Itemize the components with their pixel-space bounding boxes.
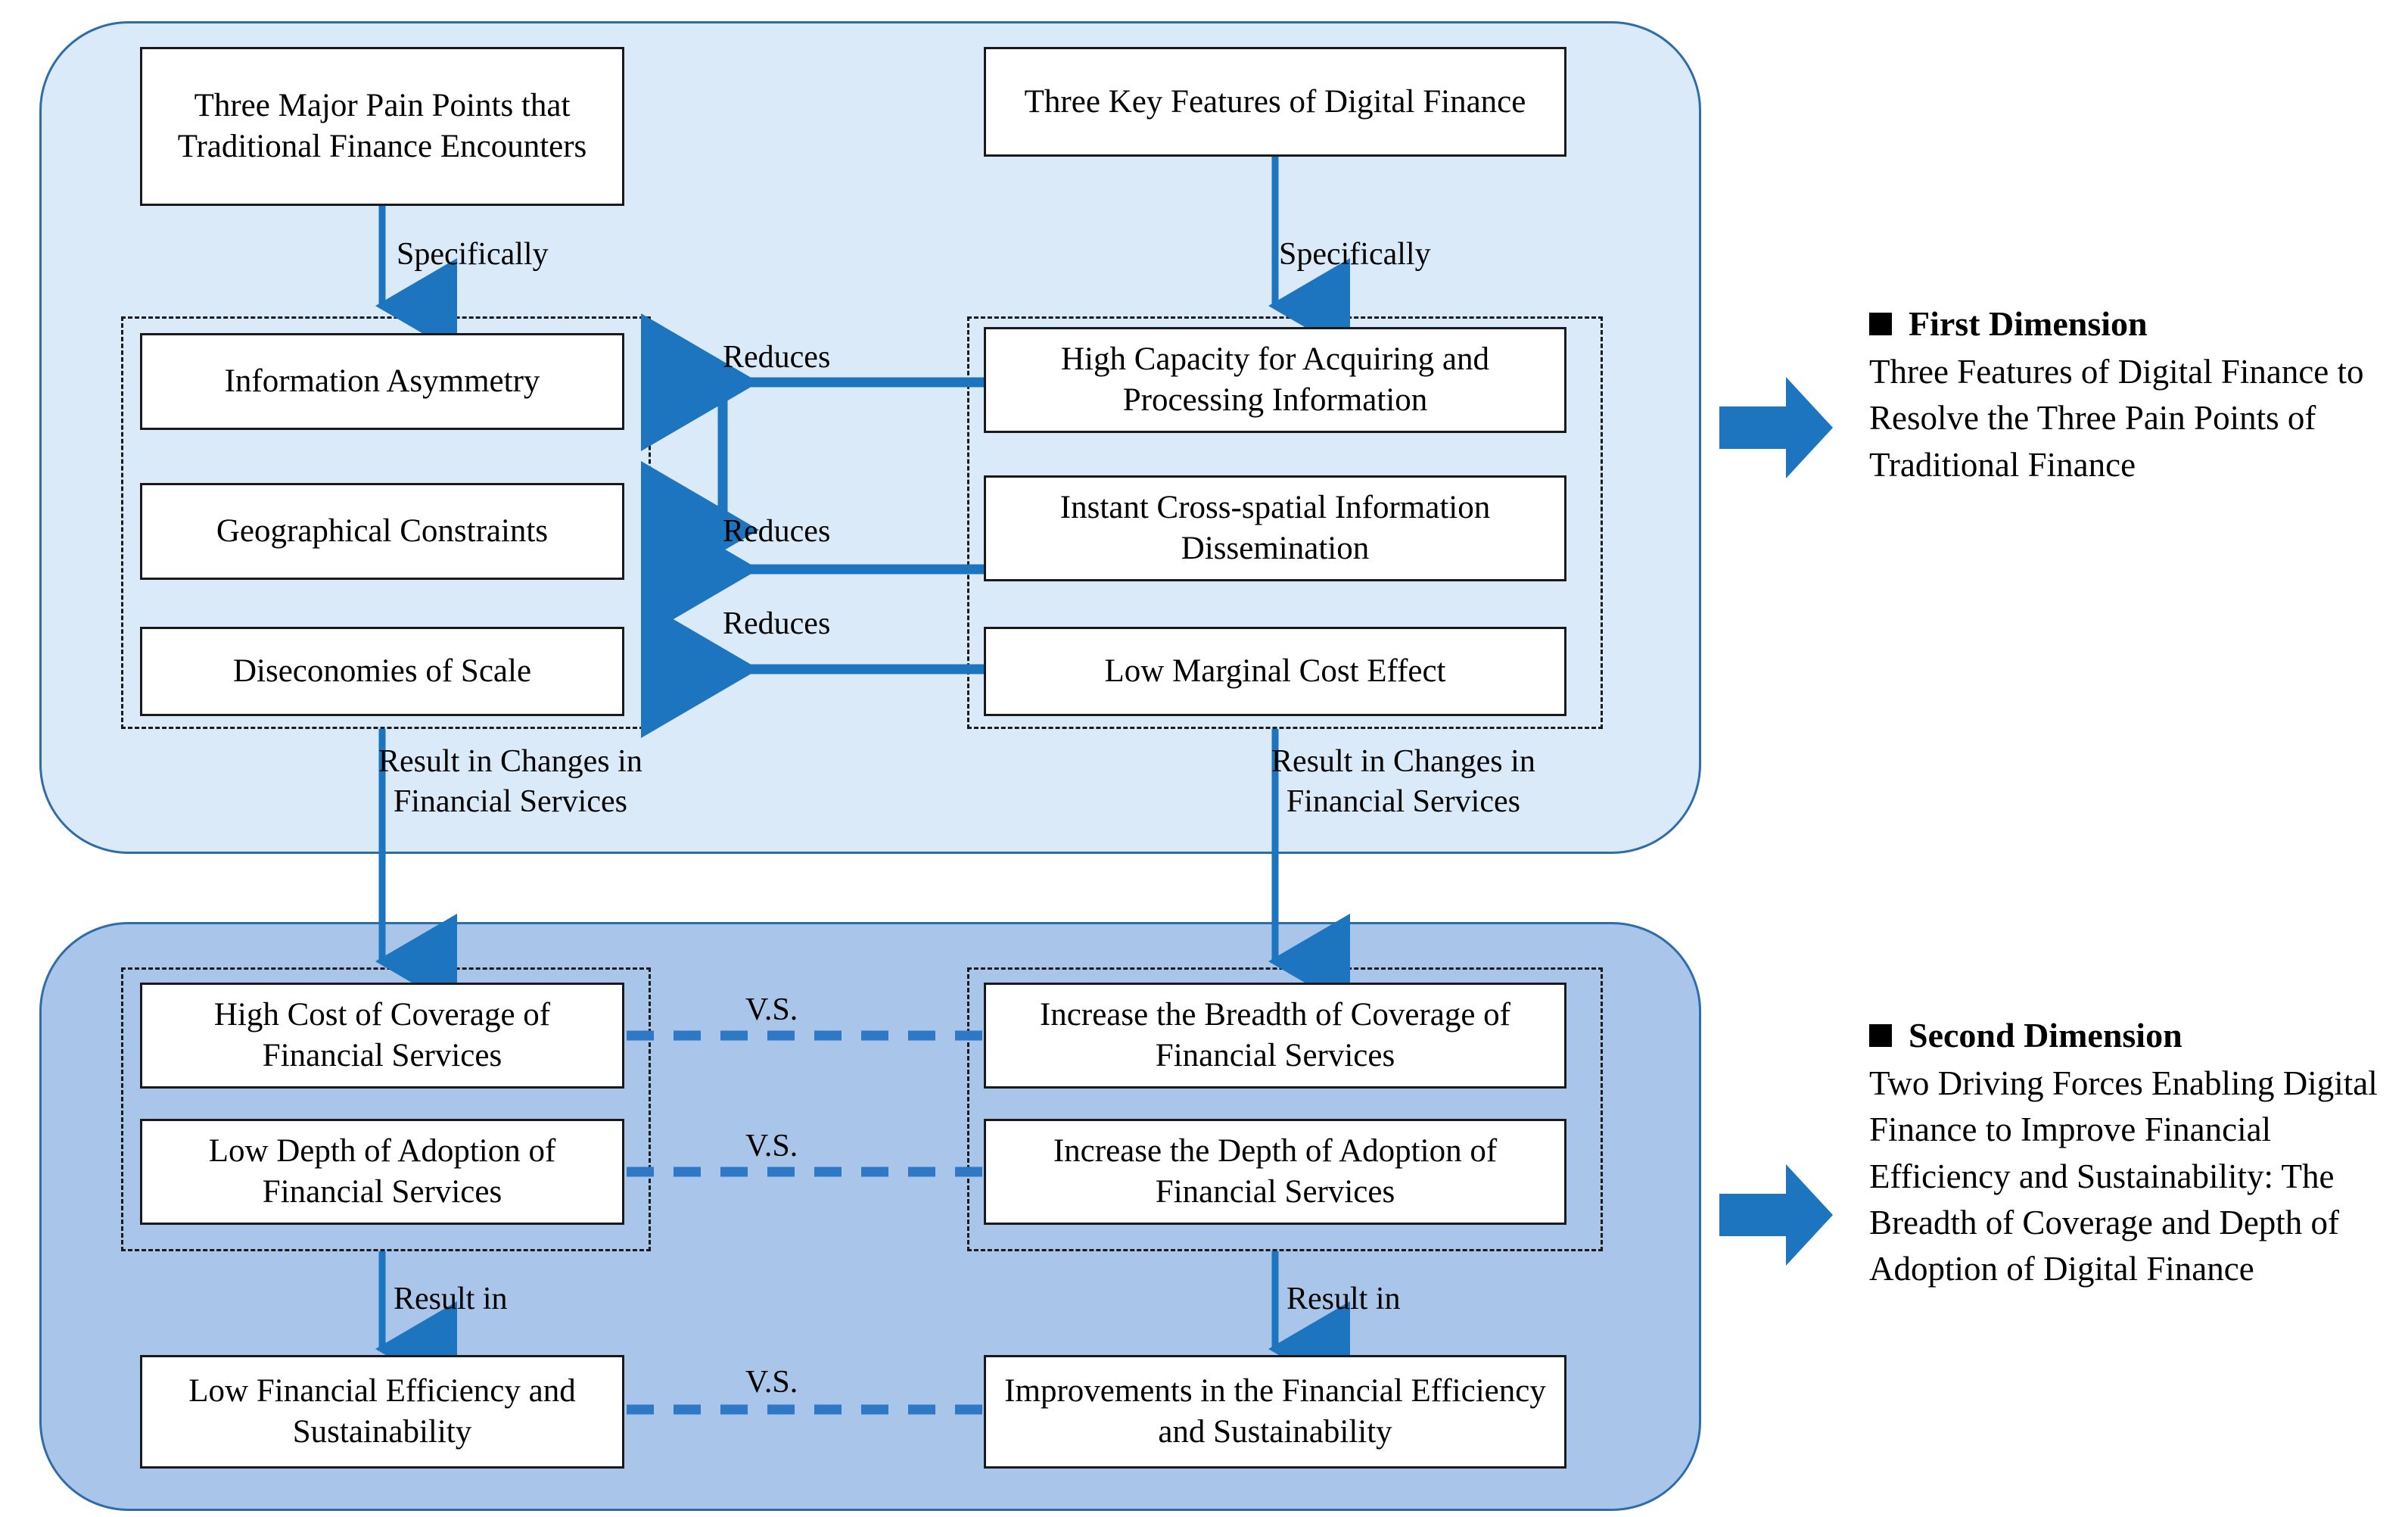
box-geographical-constraints[interactable]: Geographical Constraints	[140, 483, 624, 580]
block-arrow-first-dimension	[1719, 377, 1833, 478]
square-bullet-icon	[1869, 1023, 1892, 1047]
box-high-capacity-information[interactable]: High Capacity for Acquiring and Processi…	[984, 327, 1566, 433]
label-reduces-2: Reduces	[723, 514, 831, 549]
label-reduces-3: Reduces	[723, 606, 831, 641]
box-high-cost-of-coverage[interactable]: High Cost of Coverage of Financial Servi…	[140, 983, 624, 1089]
block-arrow-second-dimension	[1719, 1164, 1833, 1266]
square-bullet-icon	[1869, 312, 1892, 335]
label-vs-2: V.S.	[745, 1129, 798, 1163]
dimension-first-heading: First Dimension	[1909, 304, 2148, 343]
label-vs-3: V.S.	[745, 1365, 798, 1400]
dimension-first-body: Three Features of Digital Finance to Res…	[1869, 353, 2364, 484]
label-result-in-left: Result in	[394, 1282, 508, 1316]
box-diseconomies-of-scale[interactable]: Diseconomies of Scale	[140, 627, 624, 716]
label-specifically-left: Specifically	[397, 237, 549, 272]
box-pain-points-title[interactable]: Three Major Pain Points that Traditional…	[140, 47, 624, 206]
label-specifically-right: Specifically	[1279, 237, 1431, 272]
label-vs-1: V.S.	[745, 992, 798, 1027]
box-low-marginal-cost-effect[interactable]: Low Marginal Cost Effect	[984, 627, 1566, 716]
box-low-financial-efficiency[interactable]: Low Financial Efficiency and Sustainabil…	[140, 1355, 624, 1469]
dimension-second-body: Two Driving Forces Enabling Digital Fina…	[1869, 1064, 2378, 1288]
box-increase-depth-of-adoption[interactable]: Increase the Depth of Adoption of Financ…	[984, 1119, 1566, 1225]
box-features-title[interactable]: Three Key Features of Digital Finance	[984, 47, 1566, 157]
dimension-second-heading: Second Dimension	[1909, 1016, 2182, 1054]
label-reduces-1: Reduces	[723, 340, 831, 375]
box-low-depth-of-adoption[interactable]: Low Depth of Adoption of Financial Servi…	[140, 1119, 624, 1225]
label-result-in-changes-left: Result in Changes in Financial Services	[378, 744, 642, 819]
box-instant-cross-spatial-dissemination[interactable]: Instant Cross-spatial Information Dissem…	[984, 475, 1566, 581]
label-result-in-right: Result in	[1286, 1282, 1401, 1316]
dimension-second-heading-row: Second Dimension	[1869, 1014, 2408, 1056]
box-information-asymmetry[interactable]: Information Asymmetry	[140, 333, 624, 430]
dimension-block-first: First Dimension Three Features of Digita…	[1869, 303, 2408, 488]
dimension-first-heading-row: First Dimension	[1869, 303, 2408, 344]
box-improvements-financial-efficiency[interactable]: Improvements in the Financial Efficiency…	[984, 1355, 1566, 1469]
box-increase-breadth-of-coverage[interactable]: Increase the Breadth of Coverage of Fina…	[984, 983, 1566, 1089]
dimension-block-second: Second Dimension Two Driving Forces Enab…	[1869, 1014, 2408, 1292]
label-result-in-changes-right: Result in Changes in Financial Services	[1271, 744, 1535, 819]
